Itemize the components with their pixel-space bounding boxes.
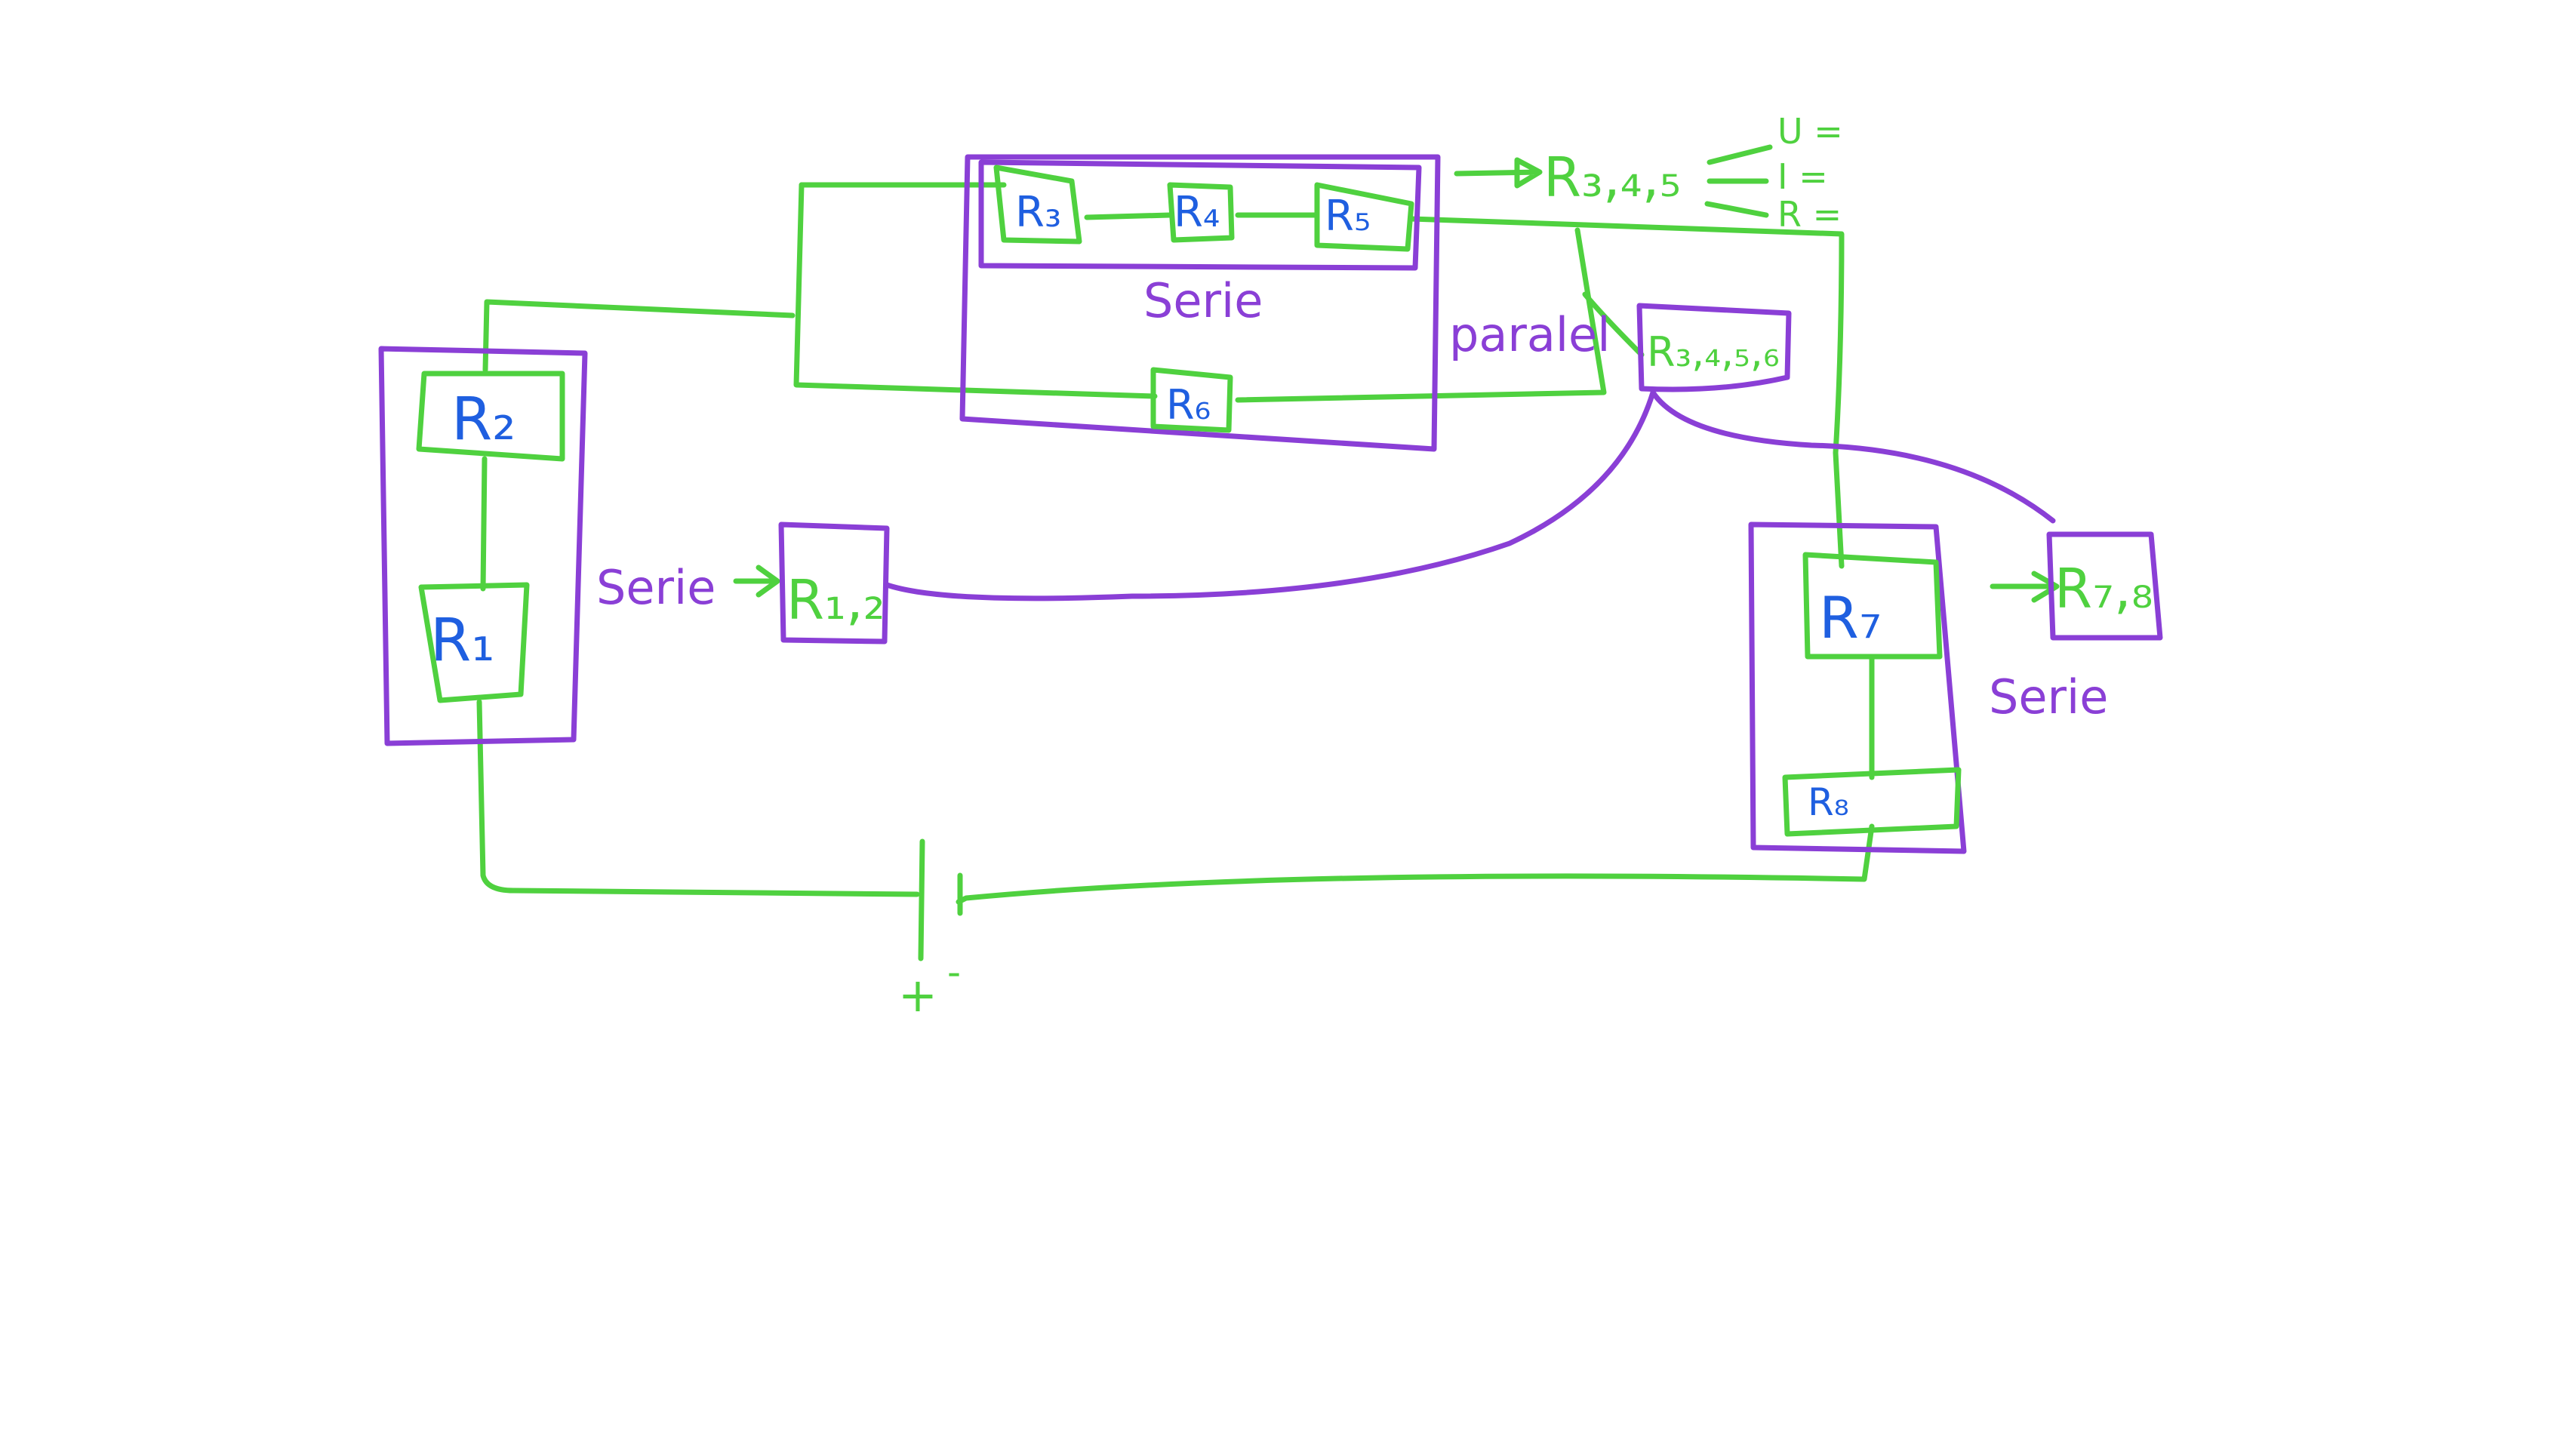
arrow-r345 <box>1454 157 1543 189</box>
wire-parallel-left <box>793 182 1158 399</box>
wire-r5-out <box>1408 216 1588 228</box>
label-r78: R₇,₈ <box>2054 557 2153 620</box>
label-r5: R₅ <box>1325 192 1371 241</box>
group-r3-r5-inner <box>978 159 1422 271</box>
label-r6: R₆ <box>1166 381 1211 429</box>
resistor-r5-box <box>1314 182 1414 252</box>
group-r1-r2 <box>378 346 588 746</box>
note-u: U = <box>1777 111 1843 152</box>
curve-r3456-r78 <box>1650 389 2056 524</box>
resistor-r6-box <box>1150 367 1233 433</box>
resistor-r3-box <box>993 165 1082 245</box>
wire-r6-right <box>1235 227 1607 403</box>
group-r7-r8 <box>1748 521 1967 854</box>
label-r3456: R₃,₄,₅,₆ <box>1647 328 1780 376</box>
resistor-r4-box <box>1167 182 1235 243</box>
label-r4: R₄ <box>1174 188 1220 237</box>
resistor-r7-box <box>1802 552 1943 660</box>
resistor-r2-box <box>416 371 565 462</box>
equivalent-labels: R₁,₂ R₃,₄,₅,₆ R₇,₈ R₃,₄,₅ <box>786 146 2153 632</box>
label-r8: R₈ <box>1808 780 1849 824</box>
note-serie-top: Serie <box>1143 273 1263 328</box>
battery: + - <box>898 838 963 1023</box>
notes: Serie Serie Serie paralel U = I = R = <box>596 111 2108 724</box>
wire-r3-r4 <box>1084 212 1173 220</box>
battery-plate-long <box>918 838 925 961</box>
resistor-labels: R₂ R₁ R₃ R₄ R₅ R₆ R₇ R₈ <box>430 188 1882 824</box>
box-r78 <box>2046 531 2163 641</box>
label-r345: R₃,₄,₅ <box>1543 146 1681 209</box>
label-r3: R₃ <box>1015 188 1061 237</box>
arrow-r78 <box>1990 571 2060 603</box>
resistor-r8-box <box>1782 767 1962 837</box>
wire-r1-battery <box>476 699 920 897</box>
box-r3456 <box>1636 303 1792 392</box>
curve-r12-r3456 <box>884 389 1656 601</box>
wire-r2-r1 <box>480 456 488 592</box>
note-parallel: paralel <box>1449 307 1610 362</box>
resistor-r1-box <box>418 582 530 703</box>
wire-battery-r8 <box>956 823 1875 905</box>
label-r1: R₁ <box>430 607 494 675</box>
note-r: R = <box>1777 194 1842 235</box>
group-boxes <box>378 154 2163 854</box>
note-i: I = <box>1777 156 1828 197</box>
battery-plus: + <box>898 968 937 1023</box>
note-serie-right: Serie <box>1989 669 2108 724</box>
wire-r7-top <box>1582 222 1845 569</box>
label-r7: R₇ <box>1819 584 1882 651</box>
wires <box>476 144 2060 905</box>
wire-top-left <box>482 299 796 373</box>
brace-lines <box>1704 144 1773 218</box>
note-serie-left: Serie <box>596 560 716 615</box>
group-r3-r6-outer <box>959 154 1441 452</box>
battery-minus: - <box>947 950 961 994</box>
resistor-boxes <box>416 165 1962 837</box>
label-r12: R₁,₂ <box>786 568 885 632</box>
box-r12 <box>778 521 890 645</box>
arrow-r12 <box>733 565 780 598</box>
wire-to-r3456-link <box>1582 291 1645 358</box>
label-r2: R₂ <box>451 386 516 454</box>
